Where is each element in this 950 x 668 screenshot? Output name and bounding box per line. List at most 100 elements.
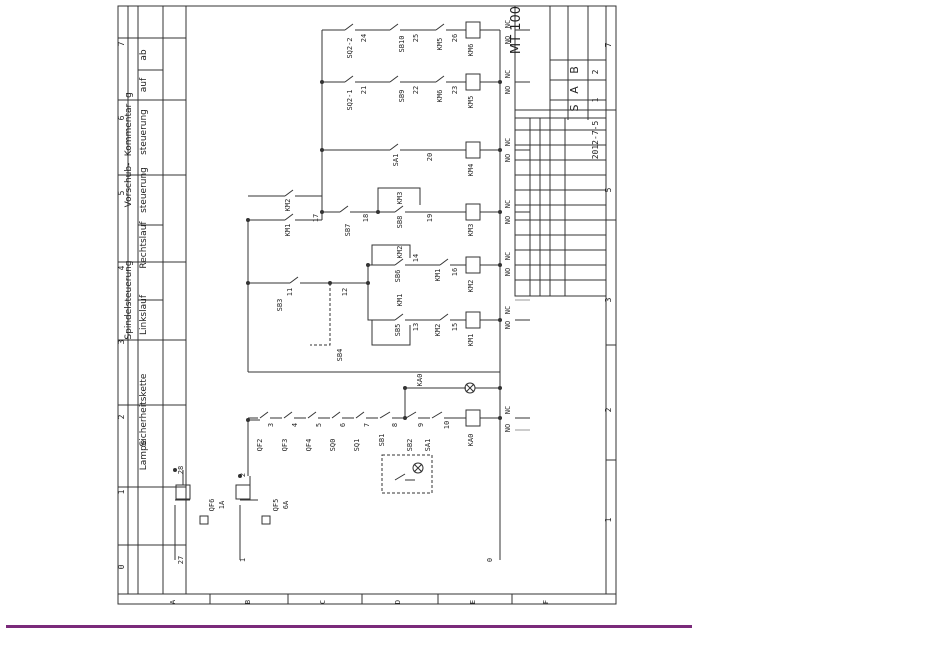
section-vorschub: Vorschub- (124, 163, 134, 208)
node-17: 17 (312, 214, 320, 222)
table-nc-7: NC (504, 20, 512, 28)
grid-number-7: 7 (117, 41, 126, 46)
section-linkslauf: Linkslauf (139, 294, 149, 335)
node-5: 5 (315, 423, 323, 427)
label-qf3: QF3 (281, 439, 289, 452)
title-block-row2: 2 (591, 69, 600, 74)
section-auf: auf (139, 77, 149, 92)
label-km1-coil: KM1 (467, 334, 475, 347)
label-km6-contact: KM6 (436, 90, 444, 103)
node-20: 20 (426, 153, 434, 161)
label-qf6: QF6 (208, 499, 216, 512)
section-ab: ab (139, 49, 149, 61)
table-nc-1: NC (504, 406, 512, 414)
label-sb3: SB3 (276, 299, 284, 312)
grid-letter-f: F (542, 600, 550, 604)
section-sicherheitskette: Sicherheitskette (139, 373, 149, 446)
node-3: 3 (267, 423, 275, 427)
table-nc-4: NC (504, 200, 512, 208)
label-sb6: SB6 (394, 270, 402, 283)
label-ka0-coil: KA0 (467, 434, 475, 447)
title-block-b: B (568, 66, 581, 74)
label-sq2-2: SQ2-2 (346, 37, 354, 58)
label-qf6-rating: 1A (218, 500, 226, 509)
table-no-6: NO (504, 86, 512, 94)
drawing-frame (117, 5, 617, 605)
label-sb2: SB2 (406, 439, 414, 452)
junction-dots (173, 80, 502, 478)
grid-letter-e: E (469, 600, 477, 604)
label-sb1: SB1 (378, 434, 386, 447)
grid-number-r3: 3 (604, 297, 613, 302)
grid-number-6: 6 (117, 115, 126, 120)
section-g: g (124, 92, 134, 98)
node-13: 13 (412, 323, 420, 331)
label-sb4: SB4 (336, 349, 344, 362)
frame-labels: MT 100 S A B 2012-7-5 1 2 Lampe Sicherhe… (117, 6, 613, 604)
node-22: 22 (412, 86, 420, 94)
grid-letter-d: D (394, 600, 402, 604)
section-spindelsteuerung: Spindelsteuerung (124, 260, 134, 339)
label-sa1: SA1 (424, 439, 432, 452)
grid-number-1: 1 (117, 489, 126, 494)
grid-number-0: 0 (117, 564, 126, 569)
label-sb10: SB10 (398, 36, 406, 53)
grid-number-5: 5 (117, 190, 126, 195)
node-10: 10 (443, 421, 451, 429)
label-qf5-rating: 6A (282, 500, 290, 509)
section-kommentar-2: steuerung (139, 109, 149, 155)
table-nc-6: NC (504, 70, 512, 78)
label-km1-contact: KM1 (396, 294, 404, 307)
section-lampe: Lampe (139, 439, 149, 470)
node-7: 7 (363, 423, 371, 427)
node-14: 14 (412, 254, 420, 262)
grid-letter-c: C (319, 600, 327, 604)
node-24: 24 (360, 34, 368, 42)
label-km2-feed: KM2 (284, 199, 292, 212)
wire-27: 27 (177, 556, 185, 564)
label-km3-contact: KM3 (396, 192, 404, 205)
label-sb7: SB7 (344, 224, 352, 237)
grid-number-r5: 5 (604, 187, 613, 192)
title-block-a: A (568, 86, 581, 94)
node-21: 21 (360, 86, 368, 94)
node-15: 15 (451, 323, 459, 331)
circuit-wiring (174, 21, 530, 560)
node-19: 19 (426, 214, 434, 222)
section-kommentar: Kommentar (124, 103, 134, 156)
node-23: 23 (451, 86, 459, 94)
table-no-3: NO (504, 268, 512, 276)
node-4: 4 (291, 423, 299, 427)
table-no-4: NO (504, 216, 512, 224)
table-nc-3: NC (504, 252, 512, 260)
grid-number-2: 2 (117, 414, 126, 419)
grid-number-3: 3 (117, 339, 126, 344)
table-no-2: NO (504, 321, 512, 329)
label-sq2-1: SQ2-1 (346, 89, 354, 110)
label-sb5: SB5 (394, 324, 402, 337)
label-km5-contact: KM5 (436, 38, 444, 51)
node-16: 16 (451, 268, 459, 276)
table-no-1: NO (504, 424, 512, 432)
node-18: 18 (362, 214, 370, 222)
node-12: 12 (341, 288, 349, 296)
grid-letter-a: A (169, 599, 177, 604)
wire-0: 0 (486, 558, 494, 562)
table-nc-2: NC (504, 306, 512, 314)
label-sb8: SB8 (396, 216, 404, 229)
label-sa1-commander: SA1 (392, 154, 400, 167)
label-qf5: QF5 (272, 499, 280, 512)
label-km1-feed: KM1 (284, 224, 292, 237)
table-nc-5: NC (504, 138, 512, 146)
label-km1-interlock: KM1 (434, 269, 442, 282)
component-labels: 27 28 1 2 0 QF6 1A QF5 6A QF2 QF3 QF4 SQ… (177, 20, 512, 564)
label-sq0: SQ0 (329, 439, 337, 452)
label-qf2: QF2 (256, 439, 264, 452)
label-sq1: SQ1 (353, 439, 361, 452)
title-block-s: S (568, 104, 581, 111)
label-sb9: SB9 (398, 90, 406, 103)
grid-number-r1: 1 (604, 517, 613, 522)
wire-2: 2 (239, 473, 247, 477)
label-km6-coil: KM6 (467, 44, 475, 57)
node-6: 6 (339, 423, 347, 427)
